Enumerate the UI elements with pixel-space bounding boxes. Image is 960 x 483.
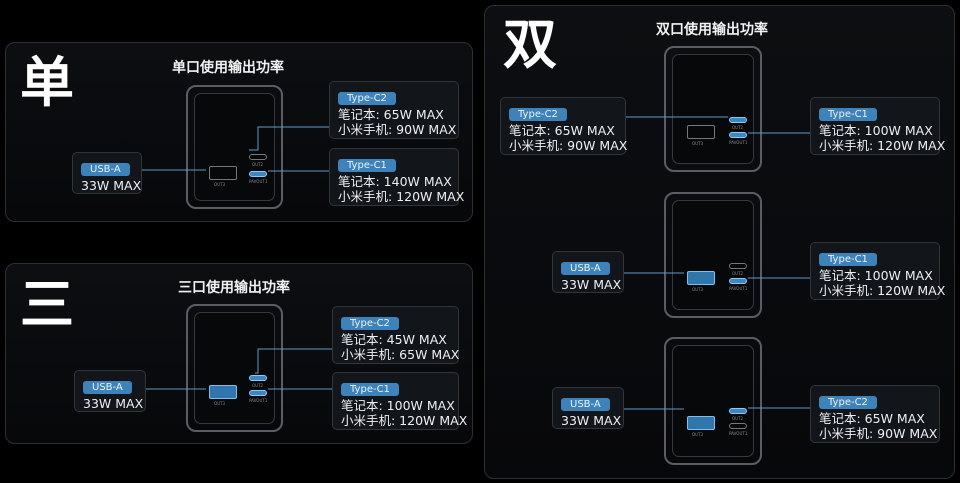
triple-usba-card: USB-A 33W MAX [74,370,146,412]
typec1-phone-power: 小米手机: 120W MAX [819,283,946,298]
combo2-usba-card: USB-A 33W MAX [552,251,624,293]
combo3-typec2-card: Type-C2 笔记本: 65W MAX 小米手机: 90W MAX [810,385,940,443]
double-combo1-charger: OUT3 OUT2 PAVOUT1 [664,46,762,172]
double-combo2-charger: OUT3 OUT2 PAVOUT1 [664,192,762,318]
double-combo3-charger: OUT3 OUT2 PAVOUT1 [664,337,762,465]
usba-port-badge: USB-A [561,262,610,275]
out2-label: OUT2 [732,416,744,421]
usba-power: 33W MAX [81,178,142,193]
triple-charger: OUT3 OUT2 PAVOUT1 [186,304,283,432]
usba-port-badge: USB-A [81,163,130,176]
out1-label: PAVOUT1 [729,140,748,145]
typec1-phone-power: 小米手机: 120W MAX [341,413,468,428]
out3-port [209,385,237,399]
usba-power: 33W MAX [83,396,144,411]
out3-port [687,416,715,430]
charger-face: OUT3 OUT2 PAVOUT1 [194,93,275,201]
charger-face: OUT3 OUT2 PAVOUT1 [672,345,754,457]
typec2-port-badge: Type-C2 [509,108,567,121]
typec2-port-badge: Type-C2 [341,317,399,330]
out1-label: PAVOUT1 [249,179,268,184]
typec2-phone-power: 小米手机: 90W MAX [819,426,938,441]
usba-power: 33W MAX [561,277,622,292]
typec2-laptop-power: 笔记本: 65W MAX [509,123,615,138]
single-typec1-card: Type-C1 笔记本: 140W MAX 小米手机: 120W MAX [329,148,465,206]
out2-port [249,154,267,160]
combo3-usba-card: USB-A 33W MAX [552,387,624,429]
typec1-port-badge: Type-C1 [819,253,877,266]
typec1-phone-power: 小米手机: 120W MAX [819,138,946,153]
out1-label: PAVOUT1 [249,398,268,403]
single-big-char: 单 [20,51,74,114]
typec2-laptop-power: 笔记本: 65W MAX [819,411,925,426]
typec2-laptop-power: 笔记本: 65W MAX [338,107,444,122]
typec2-port-badge: Type-C2 [819,396,877,409]
out3-label: OUT3 [214,182,226,187]
usba-power: 33W MAX [561,413,622,428]
out2-label: OUT2 [252,383,264,388]
combo1-typec2-card: Type-C2 笔记本: 65W MAX 小米手机: 90W MAX [500,97,628,155]
double-big-char: 双 [503,13,557,76]
out3-label: OUT3 [692,287,704,292]
charger-face: OUT3 OUT2 PAVOUT1 [672,54,754,164]
triple-typec2-card: Type-C2 笔记本: 45W MAX 小米手机: 65W MAX [332,306,459,364]
charger-face: OUT3 OUT2 PAVOUT1 [194,312,275,424]
triple-panel-title: 三口使用输出功率 [178,280,290,296]
triple-big-char: 三 [20,273,74,336]
out3-label: OUT3 [692,141,704,146]
double-panel-title: 双口使用输出功率 [656,22,768,38]
typec1-port-badge: Type-C1 [819,108,877,121]
typec2-phone-power: 小米手机: 65W MAX [341,347,460,362]
triple-typec1-card: Type-C1 笔记本: 100W MAX 小米手机: 120W MAX [332,372,468,430]
out2-label: OUT2 [252,162,264,167]
out2-port [249,375,267,381]
out1-port [729,423,747,429]
typec1-laptop-power: 笔记本: 140W MAX [338,174,452,189]
typec1-laptop-power: 笔记本: 100W MAX [341,398,455,413]
typec2-port-badge: Type-C2 [338,92,396,105]
out1-label: PAVOUT1 [729,431,748,436]
out2-label: OUT2 [732,125,744,130]
out3-port [687,271,715,285]
typec2-phone-power: 小米手机: 90W MAX [509,138,628,153]
single-charger: OUT3 OUT2 PAVOUT1 [186,85,283,209]
out1-label: PAVOUT1 [729,286,748,291]
out3-port [687,125,715,139]
out1-port [729,132,747,138]
typec1-laptop-power: 笔记本: 100W MAX [819,268,933,283]
usba-port-badge: USB-A [561,398,610,411]
out1-port [249,390,267,396]
out2-port [729,117,747,123]
out3-port [209,166,237,180]
combo2-typec1-card: Type-C1 笔记本: 100W MAX 小米手机: 120W MAX [810,242,946,300]
typec1-port-badge: Type-C1 [341,383,399,396]
single-typec2-card: Type-C2 笔记本: 65W MAX 小米手机: 90W MAX [329,81,459,139]
combo1-typec1-card: Type-C1 笔记本: 100W MAX 小米手机: 120W MAX [810,97,946,155]
charger-face: OUT3 OUT2 PAVOUT1 [672,200,754,310]
typec2-phone-power: 小米手机: 90W MAX [338,122,457,137]
out2-port [729,263,747,269]
out2-label: OUT2 [732,271,744,276]
typec1-port-badge: Type-C1 [338,159,396,172]
typec1-phone-power: 小米手机: 120W MAX [338,189,465,204]
typec1-laptop-power: 笔记本: 100W MAX [819,123,933,138]
usba-port-badge: USB-A [83,381,132,394]
out3-label: OUT3 [214,401,226,406]
typec2-laptop-power: 笔记本: 45W MAX [341,332,447,347]
out1-port [249,171,267,177]
out3-label: OUT3 [692,432,704,437]
out2-port [729,408,747,414]
single-panel-title: 单口使用输出功率 [172,60,284,76]
out1-port [729,278,747,284]
single-usba-card: USB-A 33W MAX [72,152,142,194]
